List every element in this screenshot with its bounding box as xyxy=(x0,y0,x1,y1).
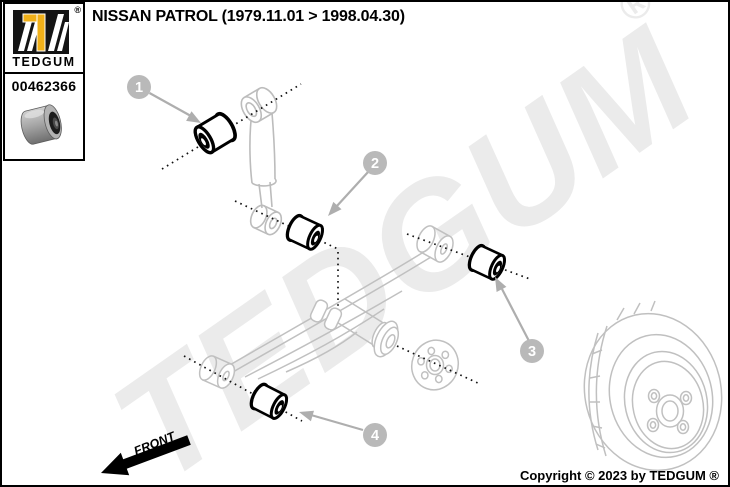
arrow-head-icon xyxy=(328,201,342,216)
callout-2-label: 2 xyxy=(371,156,379,172)
leaf-spring xyxy=(198,225,454,389)
registered-mark-icon: ® xyxy=(74,5,81,15)
part-info-box: ® TEDGUM 00462366 xyxy=(3,2,85,161)
tedgum-logo-icon xyxy=(13,10,69,54)
arrow-head-icon xyxy=(186,111,201,123)
spring-clamp xyxy=(309,299,343,331)
arrow-head-icon xyxy=(495,277,507,292)
callout-2: 2 xyxy=(328,151,387,216)
page-title: NISSAN PATROL (1979.11.01 > 1998.04.30) xyxy=(92,8,405,25)
callout-1-label: 1 xyxy=(135,80,143,96)
wheel-lug-holes xyxy=(646,388,693,435)
part-number: 00462366 xyxy=(11,78,77,94)
arrow-head-icon xyxy=(299,410,314,422)
callout-1: 1 xyxy=(127,75,201,123)
tire-tread-lines xyxy=(588,300,656,457)
callout-1-badge xyxy=(127,75,151,99)
callout-4: 4 xyxy=(299,410,387,447)
spring-rear-eye xyxy=(416,225,454,263)
bushing-part-1 xyxy=(192,111,239,155)
callout-2-badge xyxy=(363,151,387,175)
callout-4-badge xyxy=(363,423,387,447)
copyright-notice: Copyright © 2023 by TEDGUM ® xyxy=(519,468,719,483)
brand-name: TEDGUM xyxy=(5,55,83,74)
part-photo xyxy=(13,96,75,152)
wheel-drawing xyxy=(583,300,723,472)
callout-3-badge xyxy=(520,339,544,363)
callout-3: 3 xyxy=(495,277,544,363)
callout-3-label: 3 xyxy=(528,344,536,360)
shock-absorber xyxy=(240,86,283,236)
front-arrow-icon xyxy=(101,435,191,476)
callout-4-label: 4 xyxy=(371,428,379,444)
